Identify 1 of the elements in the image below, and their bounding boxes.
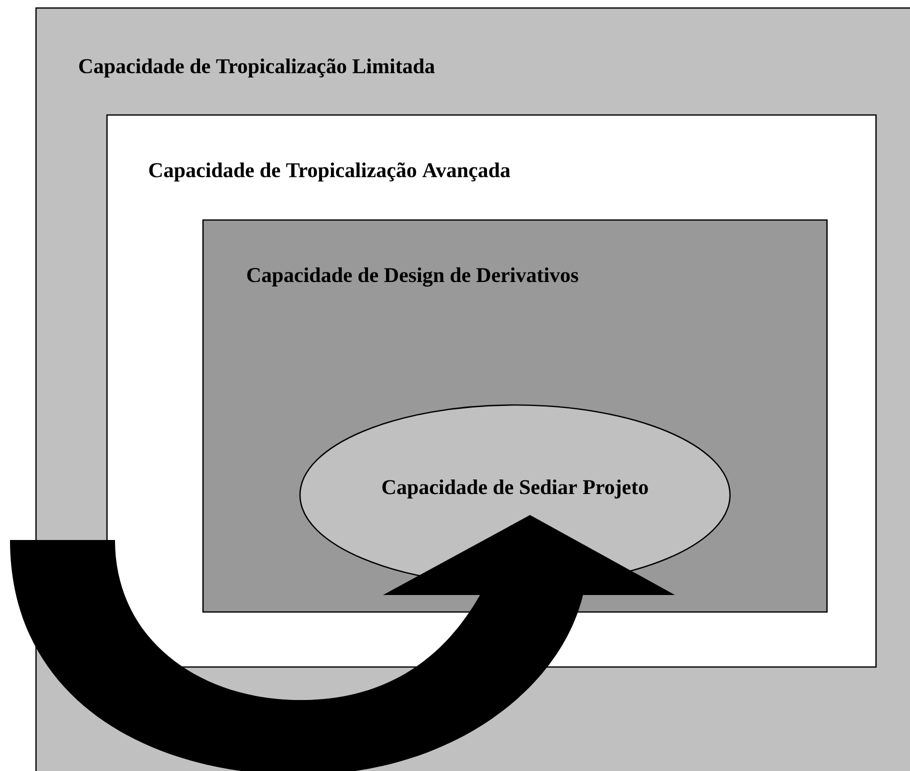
curved-arrow bbox=[10, 515, 675, 771]
